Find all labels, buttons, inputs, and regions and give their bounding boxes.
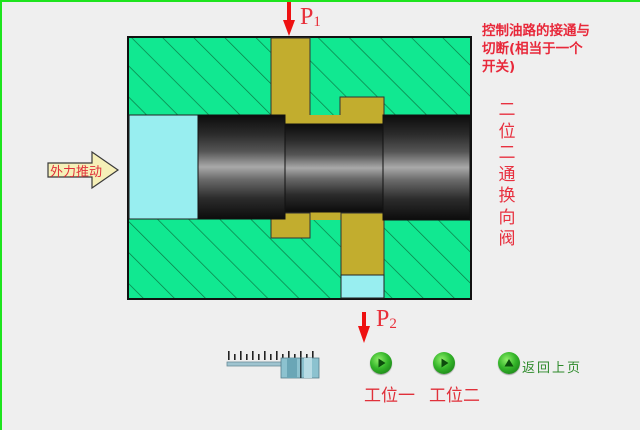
external-force-arrow-icon <box>47 150 120 190</box>
valve-title-vertical: 二 位 二 通 换 向 阀 <box>498 100 516 249</box>
slider-ticks-icon <box>228 351 314 360</box>
speed-slider[interactable] <box>224 344 320 380</box>
left-cavity <box>128 114 200 220</box>
up-triangle-icon <box>504 359 514 367</box>
p2-cavity <box>340 274 385 299</box>
back-button[interactable] <box>498 352 520 374</box>
position-one-label[interactable]: 工位一 <box>364 386 415 406</box>
spool-neck <box>284 123 384 213</box>
back-label[interactable]: 返回上页 <box>522 361 583 376</box>
frame-border-left <box>0 0 2 430</box>
oil-lower-annulus <box>285 211 384 220</box>
position-two-button[interactable] <box>433 352 455 374</box>
function-caption: 控制油路的接通与切断(相当于一个开关) <box>482 23 590 75</box>
frame-border-top <box>0 0 640 2</box>
spool-right-land <box>382 114 471 221</box>
position-two-label[interactable]: 工位二 <box>429 386 480 406</box>
oil-upper-annulus <box>285 115 384 125</box>
play-icon <box>378 358 386 368</box>
oil-p2-channel <box>340 212 385 277</box>
p1-arrow-icon <box>283 2 295 36</box>
external-force-label: 外力推动 <box>50 165 103 180</box>
play-icon <box>441 358 449 368</box>
oil-p1-channel <box>270 37 311 125</box>
slider-thumb <box>280 357 320 379</box>
p2-arrow-icon <box>358 312 370 343</box>
position-one-button[interactable] <box>370 352 392 374</box>
port-p2-label: P2 <box>376 306 397 332</box>
spool-left-land <box>197 114 286 220</box>
port-p1-label: P1 <box>300 4 321 30</box>
